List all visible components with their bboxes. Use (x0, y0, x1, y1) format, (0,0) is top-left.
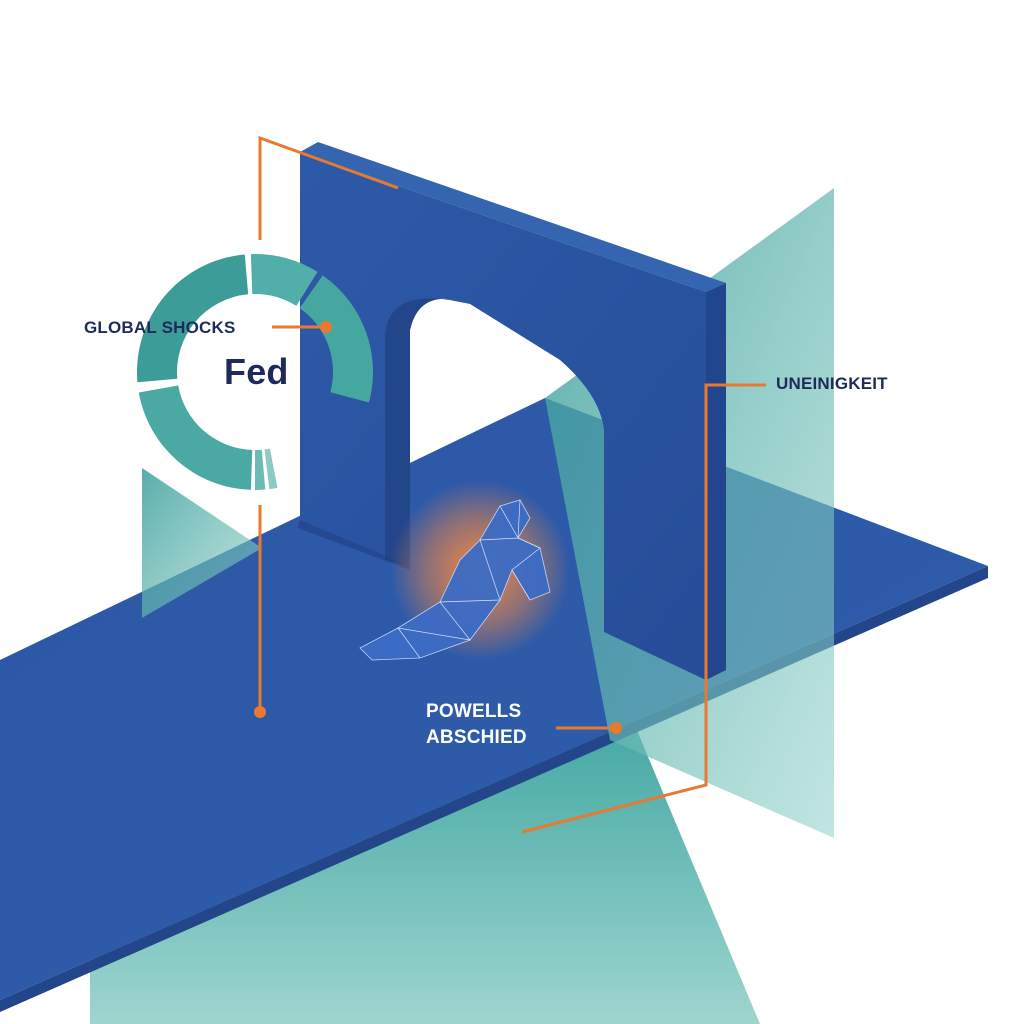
left-teal-panel (142, 468, 262, 618)
donut-segment (136, 254, 249, 383)
callout-lines (258, 135, 766, 834)
callout-uneinig-line (521, 383, 766, 834)
arch-inner-depth (385, 298, 470, 566)
teal-base-slab (90, 690, 760, 1024)
label-global-shocks: GLOBAL SHOCKS (84, 318, 236, 337)
kneeling-low-poly-figure-icon (359, 480, 570, 661)
label-powell-line2: ABSCHIED (426, 727, 527, 748)
arch-top-face (300, 142, 726, 292)
callout-dot-icon (254, 706, 266, 718)
label-disunity: UNEINIGKEIT (776, 374, 888, 393)
label-powell-line1: POWELLS (426, 701, 522, 722)
donut-segment (255, 449, 266, 490)
arch-shadow (298, 520, 410, 570)
callout-top-line (258, 135, 399, 240)
arch-side-face (706, 283, 726, 680)
donut-segment (250, 254, 318, 306)
donut-segment (138, 385, 253, 490)
callout-dot-icon (320, 321, 332, 333)
donut-segment (264, 448, 278, 490)
label-fed-center: Fed (224, 351, 289, 392)
donut-ring (136, 254, 373, 490)
callout-dot-icon (610, 722, 622, 734)
label-powell-departure: POWELLS ABSCHIED (426, 699, 576, 751)
donut-segment (299, 275, 373, 403)
